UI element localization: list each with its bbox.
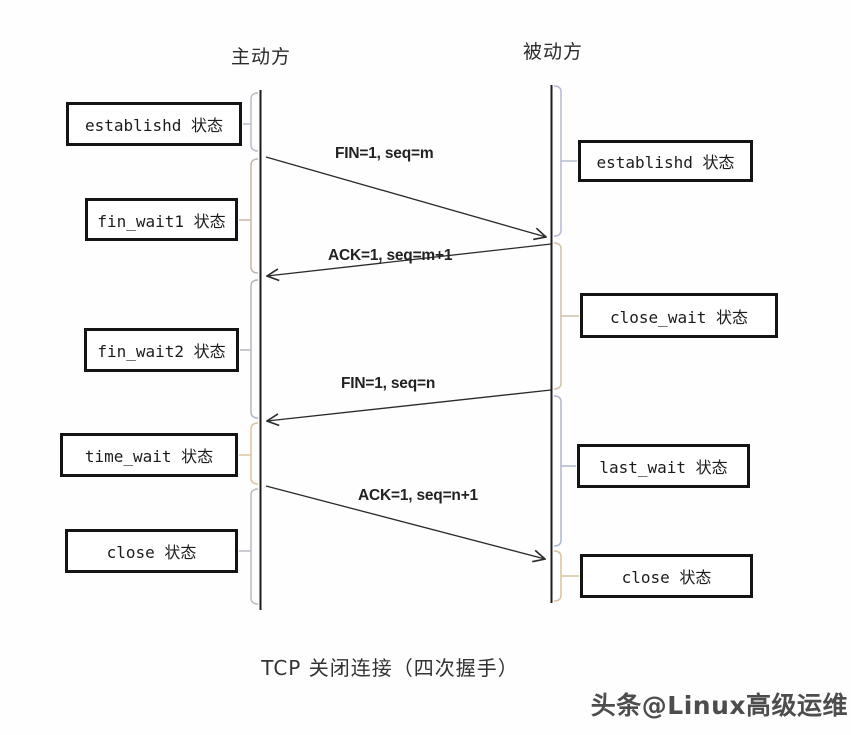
bracket-right-establishd [553,85,577,237]
state-box-left-time-wait: time_wait 状态 [60,433,238,477]
bracket-left-establishd [243,92,259,152]
bracket-right-close-wait [553,242,579,390]
state-box-left-fin-wait1: fin_wait1 状态 [85,198,238,241]
diagram-caption: TCP 关闭连接（四次握手） [261,656,519,680]
message-label-ack-seq-m1: ACK=1, seq=m+1 [328,247,453,264]
arrow-fin-seq-n [267,389,552,421]
state-box-left-fin-wait2: fin_wait2 状态 [84,328,239,372]
arrow-fin-seq-m [265,156,546,237]
state-box-left-establishd: establishd 状态 [66,102,242,146]
message-label-fin-seq-n: FIN=1, seq=n [341,375,436,392]
state-box-right-close-wait: close_wait 状态 [580,293,778,338]
participant-title-passive: 被动方 [522,41,583,63]
state-box-right-establishd: establishd 状态 [578,140,753,182]
bracket-left-time-wait [239,422,259,485]
watermark-text: 头条@Linux高级运维 [590,691,848,720]
bracket-right-last-wait [553,395,576,547]
bracket-left-fin-wait1 [239,158,259,274]
participant-title-active: 主动方 [230,46,291,68]
state-box-left-close: close 状态 [65,529,238,573]
bracket-right-close [553,550,579,602]
bracket-left-fin-wait2 [240,279,259,419]
arrow-ack-seq-n1 [265,485,545,559]
state-box-right-last-wait: last_wait 状态 [577,444,750,488]
message-label-ack-seq-n1: ACK=1, seq=n+1 [358,487,478,504]
bracket-left-close [239,488,259,605]
arrow-ack-seq-m1 [267,243,552,276]
message-label-fin-seq-m: FIN=1, seq=m [335,145,434,162]
state-box-right-close: close 状态 [580,554,753,598]
